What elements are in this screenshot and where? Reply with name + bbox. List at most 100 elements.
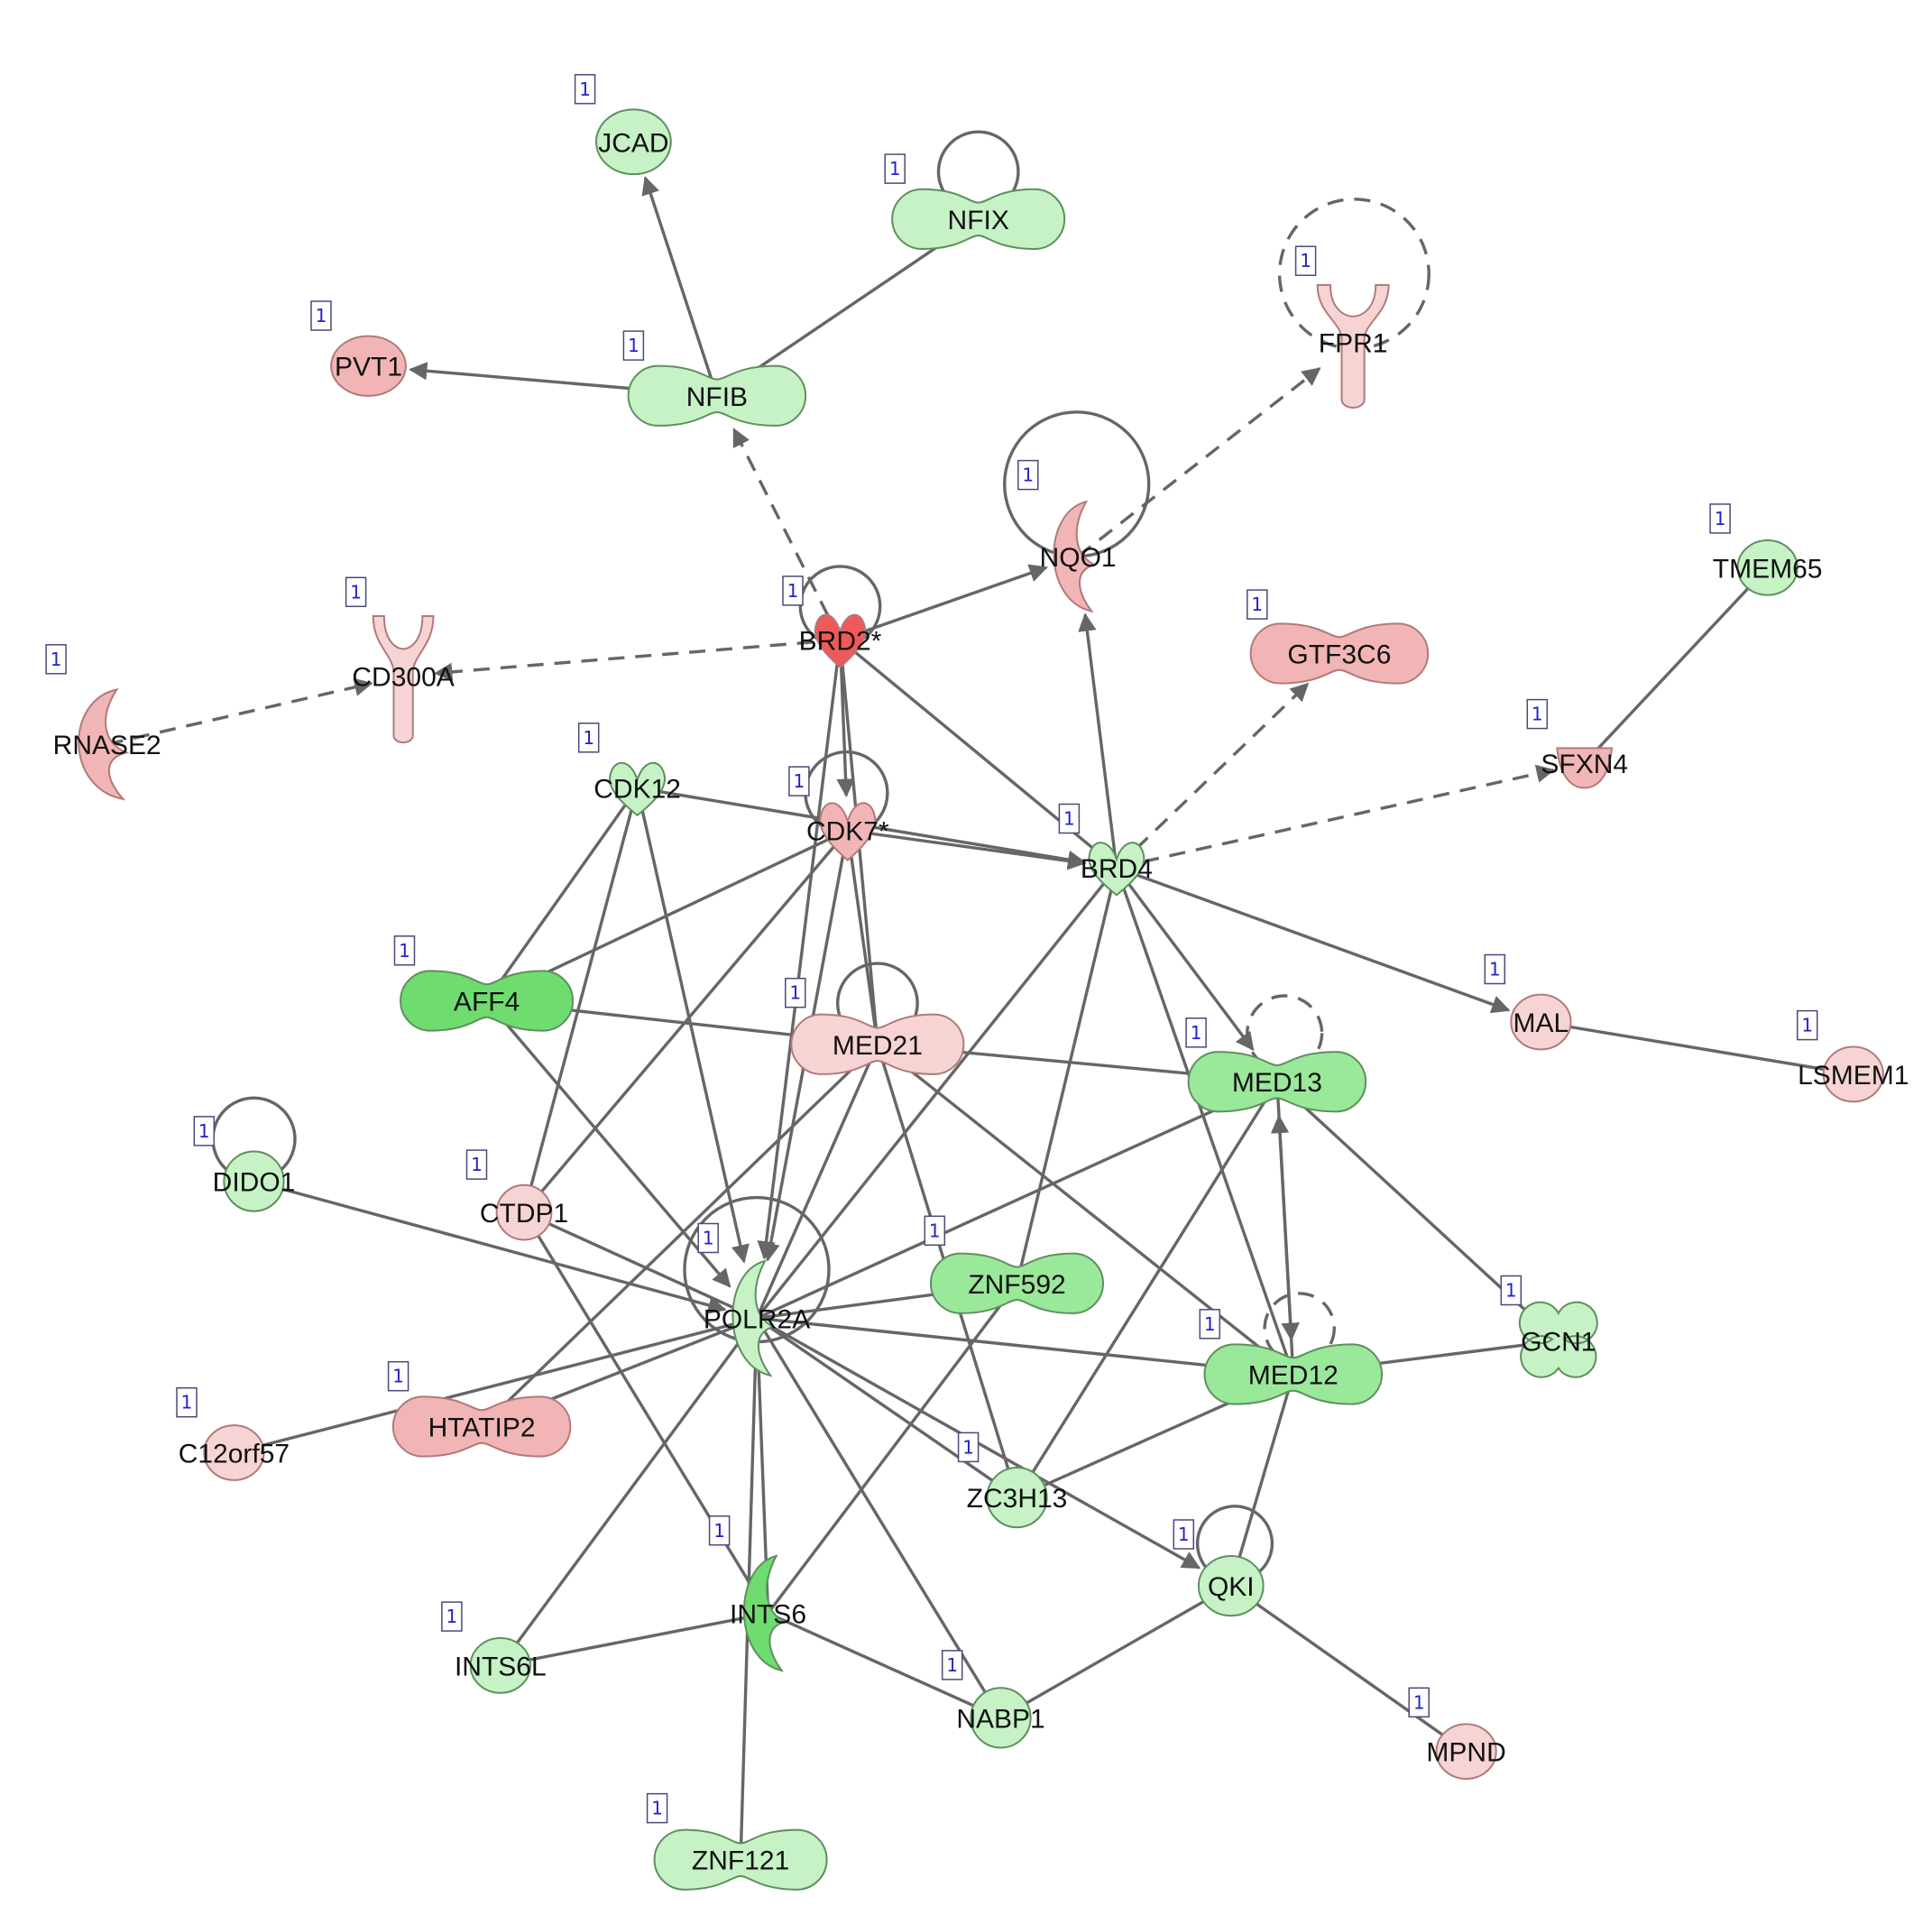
node-shape-receptor (372, 615, 435, 744)
node-shape-clover (1518, 1301, 1598, 1378)
count-badge: 1 (1500, 1275, 1523, 1306)
node-ctdp1[interactable]: CTDP1 (480, 1183, 568, 1241)
edge-layer (106, 176, 1854, 1860)
count-badge-box (441, 1601, 463, 1632)
node-shape-circle (495, 1183, 553, 1241)
node-c12orf57[interactable]: C12orf57 (179, 1424, 290, 1481)
count-badge: 1 (310, 300, 332, 331)
count-badge-box (884, 153, 906, 184)
edge-polr2a-to-ints6l (499, 1317, 759, 1667)
count-badge: 1 (193, 1116, 216, 1146)
node-shape-peanut (400, 970, 575, 1032)
node-rnase2[interactable]: RNASE2 (53, 687, 161, 801)
node-polr2a[interactable]: POLR2A (704, 1259, 810, 1377)
node-shape-enzyme (731, 1259, 776, 1377)
count-badge-value: 1 (1251, 594, 1263, 615)
count-badge: 1 (788, 766, 810, 796)
node-nfib[interactable]: NFIB (627, 364, 807, 427)
count-badge-value: 1 (1801, 1015, 1813, 1036)
count-badge-box (1199, 1309, 1221, 1340)
node-fpr1[interactable]: FPR1 (1316, 284, 1390, 409)
node-jcad[interactable]: JCAD (595, 108, 672, 176)
node-tmem65[interactable]: TMEM65 (1713, 539, 1823, 596)
count-badge-box (622, 330, 645, 361)
count-badge-value: 1 (651, 1798, 663, 1819)
node-nqo1[interactable]: NQO1 (1040, 500, 1117, 613)
edge-brd4-to-med13 (1115, 866, 1255, 1052)
count-badge-value: 1 (703, 1228, 714, 1249)
node-nfix[interactable]: NFIX (891, 188, 1066, 251)
count-badge-box (574, 74, 596, 105)
count-badge-box (1173, 1519, 1195, 1550)
edge-tmem65-to-sfxn4 (1583, 566, 1769, 765)
count-badge-value: 1 (181, 1392, 193, 1413)
node-shape-circle (223, 1150, 285, 1212)
count-badge-box (1247, 589, 1268, 620)
node-qki[interactable]: QKI (1197, 1554, 1265, 1617)
node-zc3h13[interactable]: ZC3H13 (967, 1466, 1068, 1529)
node-shape-kinase (819, 802, 877, 861)
node-mal[interactable]: MAL (1510, 993, 1572, 1051)
node-shape-peanut (1187, 1051, 1367, 1113)
node-cd300a[interactable]: CD300A (352, 615, 455, 744)
node-gcn1[interactable]: GCN1 (1518, 1301, 1598, 1378)
edge-cdk7-to-brd4 (847, 828, 1087, 870)
edge-med12-to-qki (1229, 1374, 1295, 1587)
count-badge-box (697, 1222, 719, 1254)
count-badge: 1 (697, 1222, 719, 1254)
count-badge-value: 1 (628, 335, 639, 356)
node-dido1[interactable]: DIDO1 (213, 1150, 296, 1212)
node-layer: JCAD1NFIX1FPR11PVT11NFIB1NQO11TMEM651RNA… (45, 74, 1909, 1891)
node-shape-peanut (930, 1252, 1104, 1314)
edge-cdk12-to-aff4 (485, 787, 639, 1002)
count-badge: 1 (465, 1149, 488, 1180)
node-shape-receptor (1316, 284, 1390, 409)
count-badge-value: 1 (1489, 959, 1501, 981)
node-brd4[interactable]: BRD4 (1081, 842, 1153, 897)
edge-brd4-to-gtf3c6 (1115, 682, 1310, 870)
node-shape-circle (970, 1687, 1032, 1749)
edge-nfib-to-jcad (641, 176, 719, 397)
node-znf592[interactable]: ZNF592 (930, 1252, 1104, 1314)
edge-nqo1-to-fpr1 (1077, 367, 1321, 558)
edge-med12-to-med13 (1270, 1114, 1295, 1375)
count-badge-value: 1 (316, 305, 327, 327)
edge-brd2-to-nqo1 (839, 564, 1048, 641)
count-badge-value: 1 (889, 158, 901, 180)
node-ints6[interactable]: INTS6 (730, 1554, 806, 1672)
count-badge-box (788, 766, 810, 796)
count-badge-value: 1 (1532, 704, 1543, 725)
count-badge-value: 1 (789, 982, 801, 1004)
count-badge-box (393, 935, 416, 966)
node-shape-peanut (653, 1828, 828, 1891)
node-lsmem1[interactable]: LSMEM1 (1798, 1045, 1909, 1103)
edge-med21-to-med12 (876, 1043, 1294, 1376)
edge-rnase2-to-cd300a (106, 677, 373, 746)
node-shape-peanut (891, 188, 1066, 251)
edge-qki-to-nabp1 (999, 1584, 1232, 1719)
count-badge-value: 1 (946, 1654, 958, 1676)
node-sfxn4[interactable]: SFXN4 (1541, 747, 1628, 789)
edge-polr2a-to-nabp1 (755, 1317, 1002, 1719)
count-badge-value: 1 (198, 1120, 210, 1142)
node-gtf3c6[interactable]: GTF3C6 (1249, 622, 1430, 685)
count-badge: 1 (622, 330, 645, 361)
node-ints6l[interactable]: INTS6L (455, 1637, 547, 1694)
node-aff4[interactable]: AFF4 (400, 970, 575, 1032)
count-badge-box (1484, 953, 1506, 985)
count-badge: 1 (1017, 459, 1039, 491)
node-pvt1[interactable]: PVT1 (330, 335, 407, 397)
node-med21[interactable]: MED21 (790, 1013, 965, 1075)
count-badge-value: 1 (1204, 1313, 1216, 1335)
count-badge-box (1796, 1009, 1818, 1041)
count-badge: 1 (1173, 1519, 1195, 1550)
count-badge-box (941, 1650, 963, 1680)
edge-polr2a-to-zc3h13 (756, 1316, 1018, 1499)
node-cdk12[interactable]: CDK12 (593, 761, 681, 817)
node-htatip2[interactable]: HTATIP2 (391, 1395, 572, 1458)
node-shape-enzyme (1053, 500, 1098, 613)
count-badge-box (785, 977, 806, 1008)
node-nabp1[interactable]: NABP1 (956, 1687, 1045, 1749)
count-badge: 1 (345, 576, 367, 608)
node-shape-circle (1197, 1554, 1265, 1617)
